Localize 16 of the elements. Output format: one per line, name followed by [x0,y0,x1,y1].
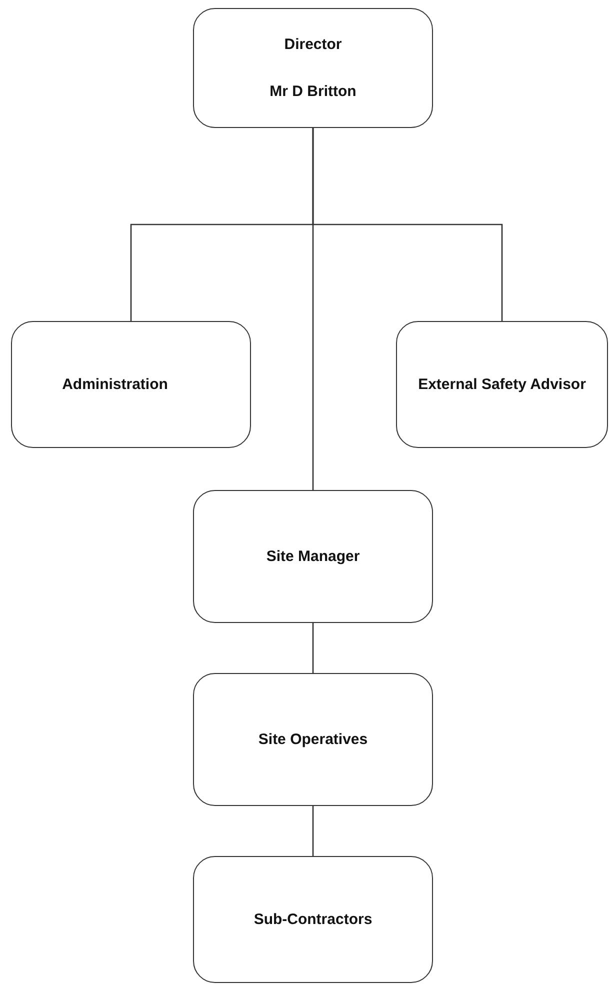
org-box [396,321,608,448]
role-label: Sub-Contractors [254,911,372,928]
role-label: Site Operatives [258,731,368,748]
role-label: Director [284,36,342,53]
role-label: Mr D Britton [270,83,356,100]
org-box [193,673,433,806]
org-box [11,321,251,448]
connector-line [312,806,314,856]
role-label: External Safety Advisor [418,376,586,393]
org-box [193,490,433,623]
role-label: Site Manager [266,548,360,565]
connector-line [312,128,314,490]
org-box [193,856,433,983]
connector-line [312,623,314,673]
org-box [193,8,433,128]
role-label: Administration [62,376,168,393]
